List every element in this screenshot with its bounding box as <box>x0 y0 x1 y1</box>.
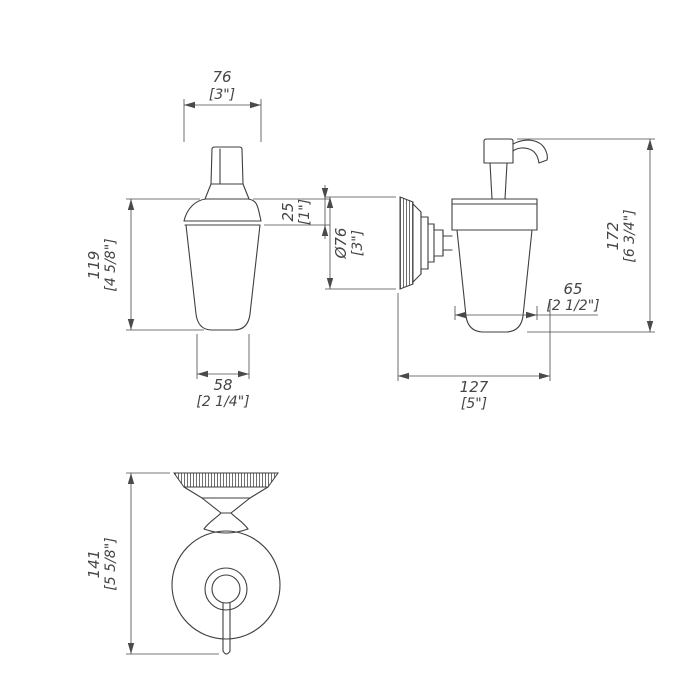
dim-side-total-depth-mm: 127 <box>460 378 489 396</box>
plan-view: 141 [5 5/8"] <box>85 472 281 655</box>
front-pump-cap <box>210 146 244 185</box>
plan-glass-rim <box>171 530 281 640</box>
pump-spout <box>512 139 548 164</box>
dim-plan-height: 141 [5 5/8"] <box>85 472 219 655</box>
side-view: 172 [6 3/4"] Ø76 [3"] 65 [2 1/2"] 127 [5 <box>325 138 655 412</box>
dim-front-height-in: [4 5/8"] <box>103 238 119 291</box>
dim-side-height: 172 [6 3/4"] <box>517 138 655 333</box>
front-shoulder <box>183 198 262 226</box>
dim-side-diameter-mm: Ø76 <box>332 228 350 260</box>
dim-front-height: 119 [4 5/8"] <box>85 198 204 331</box>
front-pump-neck <box>204 183 250 200</box>
plan-bracket <box>183 486 269 534</box>
dim-side-glass-depth-in: [2 1/2"] <box>546 298 599 314</box>
side-glass-body <box>456 229 533 333</box>
dim-front-top-width-in: [3"] <box>209 87 235 103</box>
dim-front-height-mm: 119 <box>85 251 103 280</box>
plan-wall-plate <box>173 472 279 488</box>
dim-side-diameter-in: [3"] <box>350 230 366 256</box>
dim-side-total-depth: 127 [5"] <box>397 293 551 412</box>
dim-front-collar-mm: 25 <box>279 202 297 221</box>
dim-side-total-depth-in: [5"] <box>461 396 487 412</box>
dim-front-bottom-width: 58 [2 1/4"] <box>196 334 250 410</box>
dim-side-diameter: Ø76 [3"] <box>325 196 396 290</box>
dim-front-top-width-mm: 76 <box>212 68 231 86</box>
dim-plan-height-in: [5 5/8"] <box>103 537 119 590</box>
dim-front-bottom-width-in: [2 1/4"] <box>196 394 249 410</box>
dim-side-glass-depth: 65 [2 1/2"] <box>454 280 600 320</box>
side-glass-holder <box>451 198 538 231</box>
dim-side-height-mm: 172 <box>604 222 622 251</box>
plan-pump-ring-inner <box>211 574 241 604</box>
dim-plan-height-mm: 141 <box>85 550 103 579</box>
plan-pump-ring-outer <box>204 567 248 611</box>
dim-side-height-in: [6 3/4"] <box>622 209 638 262</box>
plan-spout <box>222 602 231 655</box>
wall-bracket <box>412 203 453 283</box>
dim-front-collar: 25 [1"] <box>253 185 330 239</box>
dim-front-top-width: 76 [3"] <box>183 68 262 142</box>
dim-front-bottom-width-mm: 58 <box>213 376 232 394</box>
dim-side-glass-depth-mm: 65 <box>563 280 582 298</box>
front-view: 76 [3"] 119 [4 5/8"] 25 [1"] 58 [ <box>85 68 330 410</box>
dim-front-collar-in: [1"] <box>297 199 313 225</box>
wall-flange <box>399 196 414 290</box>
front-glass-body <box>185 224 261 331</box>
side-pump <box>483 138 548 200</box>
